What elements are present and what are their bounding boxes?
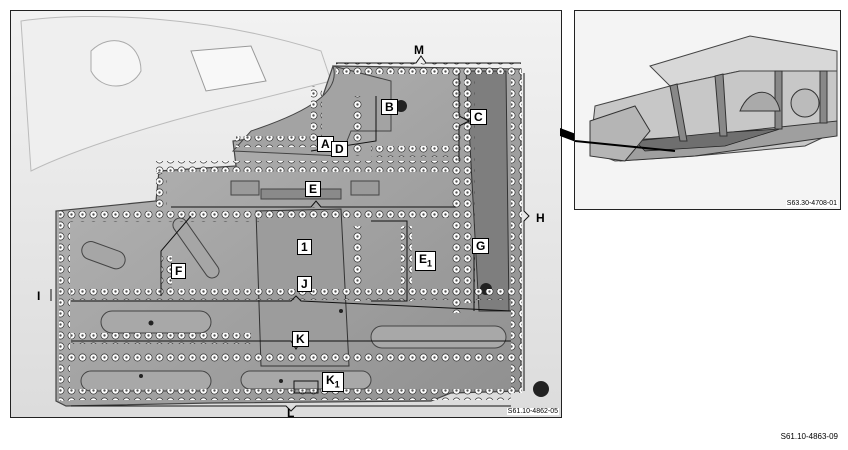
inset-reference-code: S63.30-4708-01 [785,200,838,207]
vehicle-body-inset: S63.30-4708-01 [574,10,841,210]
leader-connector [560,128,576,142]
callout-k: K [292,331,309,347]
callout-1: 1 [297,239,312,255]
callout-g: G [472,238,490,254]
callout-c: C [470,109,487,125]
callout-m: M [414,43,424,57]
callout-e1: E1 [415,251,437,272]
callout-d: D [331,141,348,157]
callout-j: J [297,276,312,292]
callout-i: I [37,289,41,303]
callout-h: H [536,211,545,225]
figure-reference-code: S61.10-4863-09 [780,432,838,441]
callout-k1: K1 [322,372,344,393]
floor-panel-drawing [11,11,561,417]
floor-panel-diagram: M B C A D E H G 1 E1 F I J K K1 L S61.10… [10,10,562,418]
vehicle-body-drawing [575,11,840,209]
main-reference-code: S61.10-4862-05 [506,408,559,415]
callout-e: E [305,181,322,197]
callout-f: F [171,263,187,279]
callout-b: B [381,99,398,115]
callout-l: L [287,406,295,418]
